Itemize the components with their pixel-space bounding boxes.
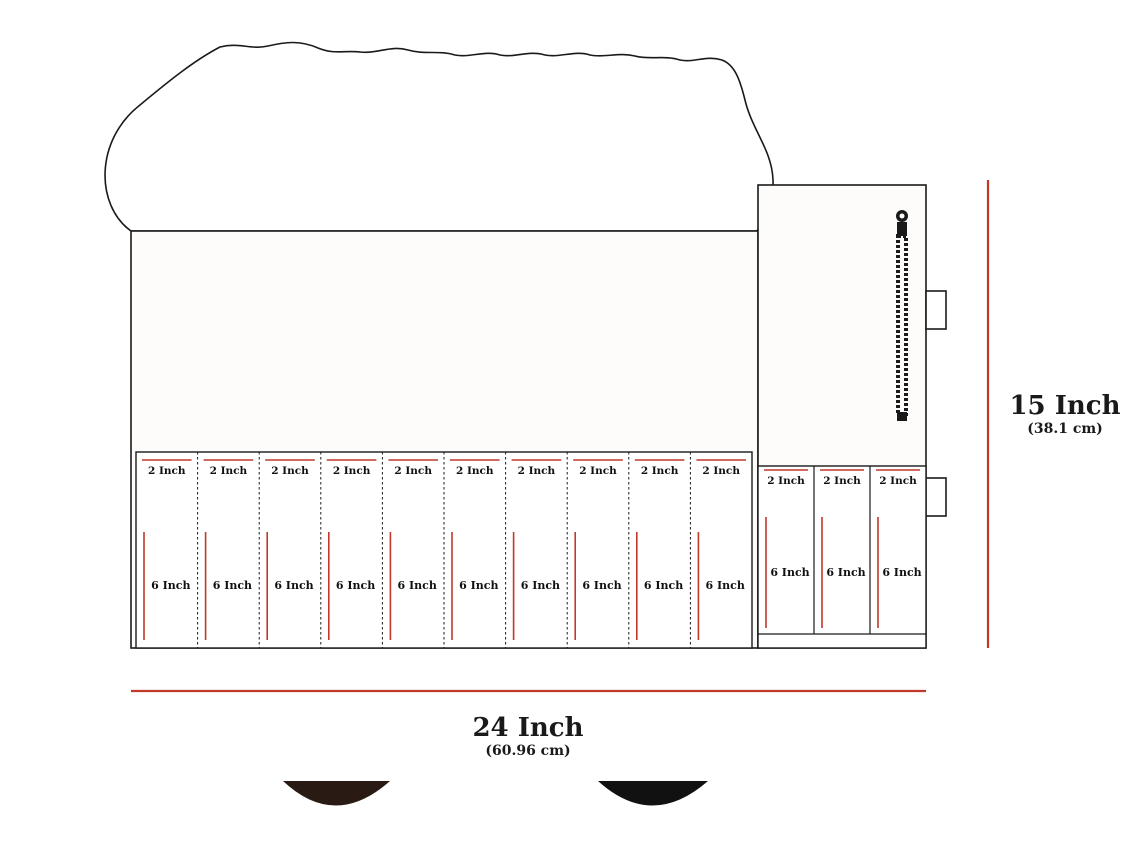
main-pocket-height-label: 6 Inch [151,579,190,592]
side-pocket-width-label: 2 Inch [767,475,805,487]
width-metric-label: (60.96 cm) [485,743,570,759]
side-pocket-panel [757,465,927,649]
main-pocket: 2 Inch 6 Inch [258,452,315,648]
side-pocket: 2 Inch 6 Inch [869,466,922,634]
main-pocket: 2 Inch 6 Inch [197,452,254,648]
main-pocket-width-label: 2 Inch [702,465,740,477]
height-metric-label: (38.1 cm) [1027,421,1103,437]
main-pocket: 2 Inch 6 Inch [689,452,746,648]
height-label: 15 Inch [1009,391,1120,421]
main-pocket: 2 Inch 6 Inch [628,452,685,648]
main-pocket: 2 Inch 6 Inch [443,452,500,648]
main-pocket-height-label: 6 Inch [274,579,313,592]
strap-upper [925,290,947,330]
main-pocket-height-label: 6 Inch [582,579,621,592]
main-pocket-height-label: 6 Inch [644,579,683,592]
main-pocket-height-label: 6 Inch [213,579,252,592]
bottom-cropped-objects [283,781,708,806]
main-pocket-width-label: 2 Inch [148,465,186,477]
side-pocket-width-label: 2 Inch [879,475,917,487]
width-label: 24 Inch [472,713,583,743]
main-pocket-width-label: 2 Inch [579,465,617,477]
side-pockets: 2 Inch 6 Inch 2 Inch 6 Inch 2 Inch 6 Inch [764,466,922,634]
strap-lower [925,477,947,517]
side-pocket-width-label: 2 Inch [823,475,861,487]
side-pocket: 2 Inch 6 Inch [813,466,866,634]
main-pocket-width-label: 2 Inch [271,465,309,477]
main-pocket: 2 Inch 6 Inch [381,452,438,648]
main-pocket-width-label: 2 Inch [394,465,432,477]
zipper [896,210,908,421]
main-pocket: 2 Inch 6 Inch [566,452,623,648]
side-pocket-height-label: 6 Inch [826,566,865,579]
main-pocket-height-label: 6 Inch [336,579,375,592]
main-pocket-width-label: 2 Inch [518,465,556,477]
main-pocket-height-label: 6 Inch [398,579,437,592]
main-pocket: 2 Inch 6 Inch [320,452,377,648]
main-pocket: 2 Inch 6 Inch [142,459,192,640]
main-pocket-width-label: 2 Inch [641,465,679,477]
main-pocket-panel [135,451,753,649]
main-pocket-height-label: 6 Inch [459,579,498,592]
main-pocket: 2 Inch 6 Inch [505,452,562,648]
main-pocket-height-label: 6 Inch [521,579,560,592]
main-pocket-height-label: 6 Inch [706,579,745,592]
main-pocket-width-label: 2 Inch [210,465,248,477]
side-pocket-height-label: 6 Inch [882,566,921,579]
main-pocket-width-label: 2 Inch [456,465,494,477]
side-pocket: 2 Inch 6 Inch [764,469,810,628]
top-flap [104,41,774,232]
main-pocket-width-label: 2 Inch [333,465,371,477]
side-pocket-height-label: 6 Inch [770,566,809,579]
